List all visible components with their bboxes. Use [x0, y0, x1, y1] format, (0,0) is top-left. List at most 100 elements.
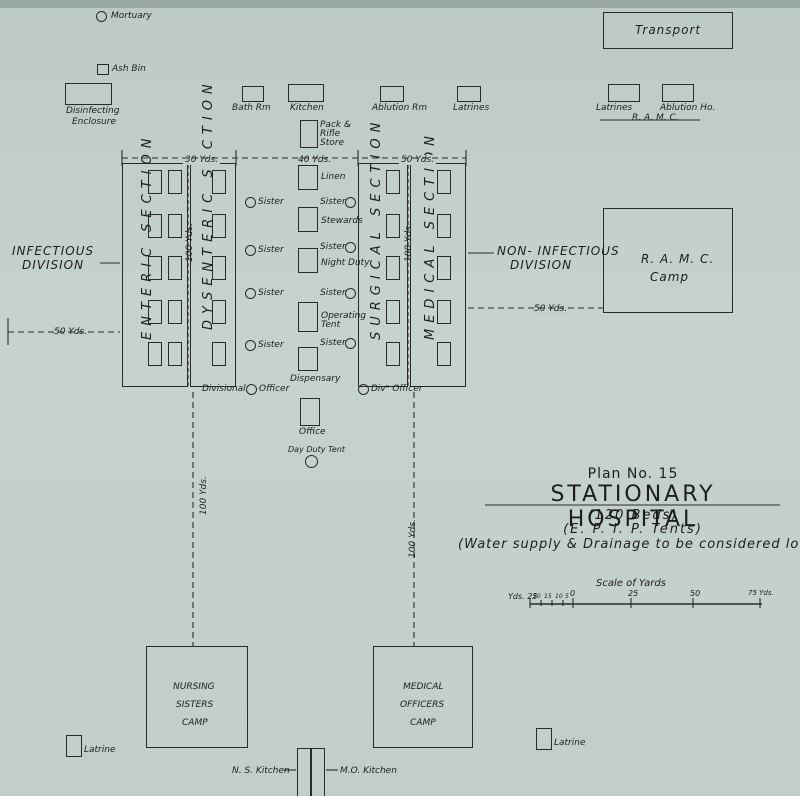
- linen-tent: [298, 165, 318, 190]
- sister-label-1: Sister: [258, 197, 284, 207]
- linen-label: Linen: [321, 172, 346, 182]
- ward-tent: [437, 256, 451, 280]
- ward-tent: [148, 300, 162, 324]
- office-label: Office: [299, 427, 326, 437]
- divisional-officer-circle: [246, 384, 257, 395]
- latrine-left-box: [66, 735, 82, 757]
- div-officer-circle: [358, 384, 369, 395]
- ward-tent: [386, 214, 400, 238]
- ward-tent: [386, 170, 400, 194]
- plan-number: Plan No. 15: [587, 466, 679, 482]
- ablution-house-label: Ablution Ho.: [660, 103, 716, 113]
- mortuary-label: Mortuary: [111, 11, 152, 21]
- mortuary-circle: [96, 11, 107, 22]
- sister-label-2: Sister: [258, 245, 284, 255]
- latrines-left-box: [457, 86, 481, 102]
- office-tent: [300, 398, 320, 426]
- ramc-camp-label-2: Camp: [650, 270, 690, 284]
- tents-subtitle: (E. P. I. P. Tents): [563, 522, 703, 537]
- mo-kitchen-box: [311, 748, 325, 796]
- infectious-label: INFECTIOUS: [12, 244, 95, 258]
- kitchen-box: [288, 84, 324, 102]
- ablution-room-box: [380, 86, 404, 102]
- non-infectious-label: NON- INFECTIOUS: [497, 244, 620, 258]
- operating-label: Operating: [321, 311, 366, 321]
- ward-tent: [386, 256, 400, 280]
- ward-tent: [212, 170, 226, 194]
- ash-bin-label: Ash Bin: [112, 64, 146, 74]
- surgical-section-enclosure: [358, 163, 408, 387]
- non-infectious-division-label: DIVISION: [510, 258, 573, 272]
- scale-tick-20: 20: [533, 593, 541, 600]
- ward-tent: [437, 214, 451, 238]
- beds-subtitle: (120 Beds): [587, 508, 679, 523]
- latrine-right-label: Latrine: [554, 738, 586, 748]
- sister-circle-2: [245, 245, 256, 256]
- night-duty-tent: [298, 248, 318, 273]
- day-duty-tent-circle: [305, 455, 318, 468]
- sheet-top-edge: [0, 0, 800, 8]
- night-duty-label: Night Duty: [321, 258, 370, 268]
- water-supply-note: (Water supply & Drainage to be considere…: [458, 537, 800, 552]
- sister-circle-5: [345, 197, 356, 208]
- latrines-right-label: Latrines: [596, 103, 633, 113]
- enclosure-label: Enclosure: [72, 117, 116, 127]
- bath-room-box: [242, 86, 264, 102]
- transport-label: Transport: [635, 23, 702, 37]
- scale-tick-75: 75 Yds.: [748, 589, 774, 597]
- medical-label: MEDICAL: [403, 682, 444, 692]
- ash-bin-box: [97, 64, 109, 75]
- officers-label: OFFICERS: [400, 700, 445, 710]
- divisional-label: Divisional: [202, 384, 246, 394]
- ns-kitchen-label: N. S. Kitchen: [232, 766, 290, 776]
- ns-kitchen-box: [297, 748, 311, 796]
- ward-tent: [212, 342, 226, 366]
- transport-box: [603, 12, 733, 49]
- dim-30-label: 30 Yds.: [183, 155, 221, 165]
- ward-tent: [212, 256, 226, 280]
- stewards-label: Stewards: [321, 216, 363, 226]
- ward-tent: [386, 342, 400, 366]
- ward-tent: [148, 214, 162, 238]
- sister-circle-6: [345, 242, 356, 253]
- infectious-division-label: DIVISION: [22, 258, 85, 272]
- ward-tent: [148, 256, 162, 280]
- officer-label: Officer: [259, 384, 290, 394]
- scale-tick-15: 15: [544, 593, 552, 600]
- enteric-section-enclosure: [122, 163, 188, 387]
- latrines-right-box: [608, 84, 640, 102]
- dim-40-label: 40 Yds.: [296, 155, 334, 165]
- scale-tick-5: 5: [565, 593, 569, 600]
- day-duty-tent-label: Day Duty Tent: [288, 445, 346, 454]
- ramc-camp-label-1: R. A. M. C.: [641, 252, 715, 266]
- sister-label-3: Sister: [258, 288, 284, 298]
- nursing-camp-label: CAMP: [182, 718, 208, 728]
- ward-tent: [437, 300, 451, 324]
- store-label: Store: [320, 138, 344, 148]
- pack-rifle-store-box: [300, 120, 318, 148]
- medical-officers-camp-box: [373, 646, 473, 748]
- sister-label-4: Sister: [258, 340, 284, 350]
- sister-label-6: Sister: [320, 242, 346, 252]
- mo-kitchen-label: M.O. Kitchen: [340, 766, 397, 776]
- ward-tent: [212, 214, 226, 238]
- dispensary-tent: [298, 347, 318, 371]
- sister-circle-4: [245, 340, 256, 351]
- sister-label-7: Sister: [320, 288, 346, 298]
- ward-tent: [437, 170, 451, 194]
- scale-tick-0: 0: [570, 589, 576, 598]
- sisters-label: SISTERS: [176, 700, 214, 710]
- sister-label-5: Sister: [320, 197, 346, 207]
- latrine-right-box: [536, 728, 552, 750]
- bath-room-label: Bath Rm: [232, 103, 271, 113]
- ward-tent: [168, 170, 182, 194]
- ward-tent: [148, 170, 162, 194]
- ward-tent: [168, 256, 182, 280]
- rifle-label: Rifle: [320, 129, 341, 139]
- ramc-small-label: R. A. M. C.: [632, 113, 679, 123]
- ward-tent: [168, 342, 182, 366]
- ward-tent: [386, 300, 400, 324]
- medical-section-enclosure: [410, 163, 466, 387]
